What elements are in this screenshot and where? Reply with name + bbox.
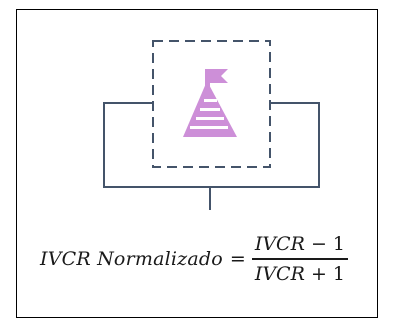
normalization-formula: IVCR Normalizado = IVCR − 1 IVCR + 1 [40, 224, 348, 294]
fraction-numerator: IVCR − 1 [252, 231, 348, 257]
fraction-bar [251, 258, 348, 260]
denominator-operator: + [304, 262, 333, 285]
denominator-variable: IVCR [254, 262, 305, 285]
numerator-operator: − [304, 233, 333, 256]
equals-sign: = [229, 248, 246, 270]
formula-lhs: IVCR Normalizado [40, 248, 223, 270]
flag-flask-icon [183, 69, 237, 137]
fraction-denominator: IVCR + 1 [252, 261, 348, 287]
numerator-variable: IVCR [254, 233, 305, 256]
formula-fraction: IVCR − 1 IVCR + 1 [251, 231, 348, 287]
left-connector-line [103, 102, 210, 188]
denominator-constant: 1 [332, 262, 345, 285]
numerator-constant: 1 [332, 233, 345, 256]
right-connector-line [210, 102, 320, 188]
